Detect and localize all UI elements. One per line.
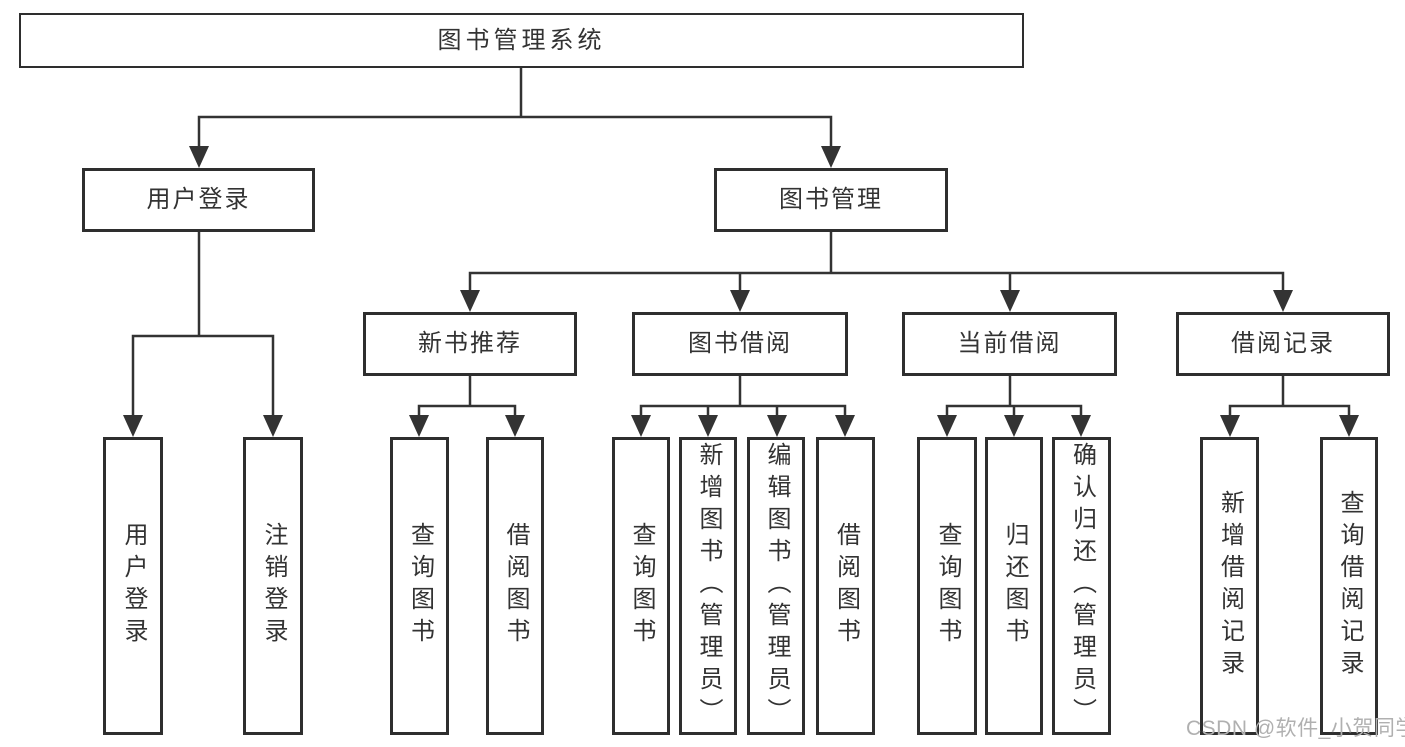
leaf-cb-query-books-label: 查询图书 [934,522,961,650]
node-root: 图书管理系统 [19,13,1024,68]
arrowhead [409,415,429,437]
connector-book-management-to-level3 [460,230,1293,312]
leaf-bb-add-books-admin: 新增图书（管理员） [679,437,737,735]
csdn-watermark: CSDN @软件_小贺同学 [1186,717,1405,740]
leaf-user-login: 用户登录 [103,437,163,735]
arrowhead [263,415,283,437]
leaf-br-add-borrow-record-label: 新增借阅记录 [1216,490,1244,682]
node-borrowing-records: 借阅记录 [1176,312,1390,376]
arrowhead [505,415,525,437]
node-new-book-recommend: 新书推荐 [363,312,577,376]
leaf-bb-query-books: 查询图书 [612,437,670,735]
arrowhead [189,146,209,168]
leaf-br-query-borrow-record: 查询借阅记录 [1320,437,1378,735]
leaf-nbr-query-books: 查询图书 [390,437,449,735]
connector-borrowing-records-to-children [1220,374,1359,437]
leaf-br-query-borrow-record-label: 查询借阅记录 [1336,490,1363,682]
arrowhead [1273,290,1293,312]
leaf-cb-confirm-return-admin-label: 确认归还（管理员） [1068,442,1096,730]
connector-user-login-to-children [123,230,283,437]
leaf-logout: 注销登录 [243,437,303,735]
node-borrowing-records-label: 借阅记录 [1231,330,1335,357]
arrowhead [937,415,957,437]
leaf-bb-edit-books-admin-label: 编辑图书（管理员） [763,442,790,730]
leaf-bb-edit-books-admin: 编辑图书（管理员） [747,437,805,735]
connector-current-borrowing-to-children [937,374,1091,437]
arrowhead [1004,415,1024,437]
leaf-bb-borrow-books: 借阅图书 [816,437,875,735]
node-book-management: 图书管理 [714,168,948,232]
leaf-user-login-label: 用户登录 [120,522,147,650]
leaf-br-add-borrow-record: 新增借阅记录 [1200,437,1259,735]
arrowhead [698,415,718,437]
arrowhead [1071,415,1091,437]
node-book-borrowing-label: 图书借阅 [688,330,792,357]
arrowhead [1220,415,1240,437]
arrowhead [835,415,855,437]
leaf-bb-add-books-admin-label: 新增图书（管理员） [695,442,722,730]
leaf-cb-confirm-return-admin: 确认归还（管理员） [1052,437,1111,735]
leaf-nbr-query-books-label: 查询图书 [406,522,434,650]
arrowhead [821,146,841,168]
node-current-borrowing-label: 当前借阅 [957,330,1062,357]
connector-book-borrowing-to-children [631,374,855,437]
arrowhead [631,415,651,437]
arrowhead [123,415,143,437]
leaf-cb-return-books-label: 归还图书 [1001,522,1028,650]
leaf-bb-query-books-label: 查询图书 [628,522,655,650]
leaf-nbr-borrow-books-label: 借阅图书 [502,522,529,650]
node-user-login: 用户登录 [82,168,315,232]
connector-new-book-recommend-to-children [409,374,525,437]
leaf-cb-query-books: 查询图书 [917,437,977,735]
connector-root-to-level2 [189,66,841,168]
arrowhead [730,290,750,312]
arrowhead [1339,415,1359,437]
arrowhead [460,290,480,312]
arrowhead [767,415,787,437]
node-current-borrowing: 当前借阅 [902,312,1117,376]
arrowhead [1000,290,1020,312]
node-user-login-label: 用户登录 [146,186,251,213]
leaf-cb-return-books: 归还图书 [985,437,1043,735]
node-new-book-recommend-label: 新书推荐 [418,330,522,357]
leaf-nbr-borrow-books: 借阅图书 [486,437,544,735]
node-root-label: 图书管理系统 [437,26,606,54]
node-book-borrowing: 图书借阅 [632,312,848,376]
leaf-logout-label: 注销登录 [260,522,287,650]
leaf-bb-borrow-books-label: 借阅图书 [832,522,860,650]
node-book-management-label: 图书管理 [779,186,883,213]
